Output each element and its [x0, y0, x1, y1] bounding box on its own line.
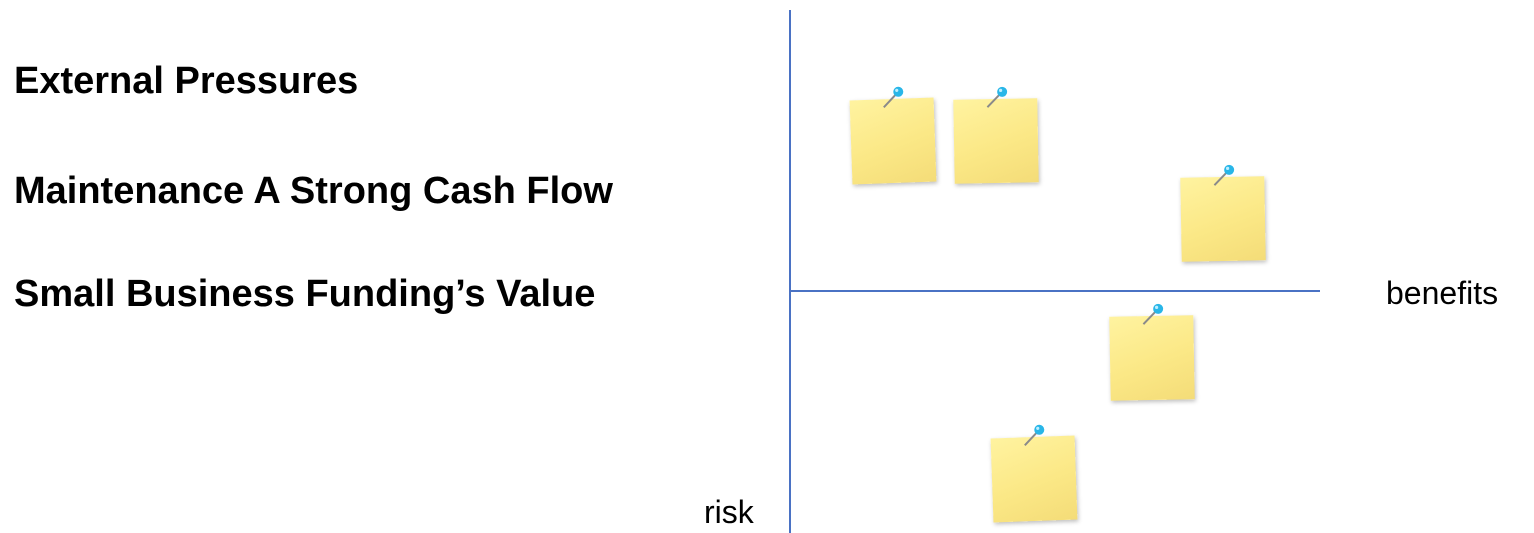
sticky-note — [1180, 164, 1266, 262]
heading-cash-flow: Maintenance A Strong Cash Flow — [14, 170, 613, 212]
sticky-note — [990, 424, 1078, 523]
heading-external-pressures: External Pressures — [14, 60, 359, 102]
push-pin-icon — [883, 86, 904, 108]
benefits-axis-label: benefits — [1386, 275, 1499, 311]
heading-funding-value: Small Business Funding’s Value — [14, 273, 596, 315]
push-pin-icon — [1024, 424, 1045, 446]
risk-axis-label: risk — [704, 494, 754, 530]
push-pin-icon — [1213, 164, 1235, 186]
push-pin-icon — [1142, 303, 1164, 325]
push-pin-icon — [986, 86, 1008, 108]
sticky-note — [849, 86, 937, 185]
sticky-note — [953, 86, 1039, 184]
sticky-note — [1109, 303, 1195, 401]
